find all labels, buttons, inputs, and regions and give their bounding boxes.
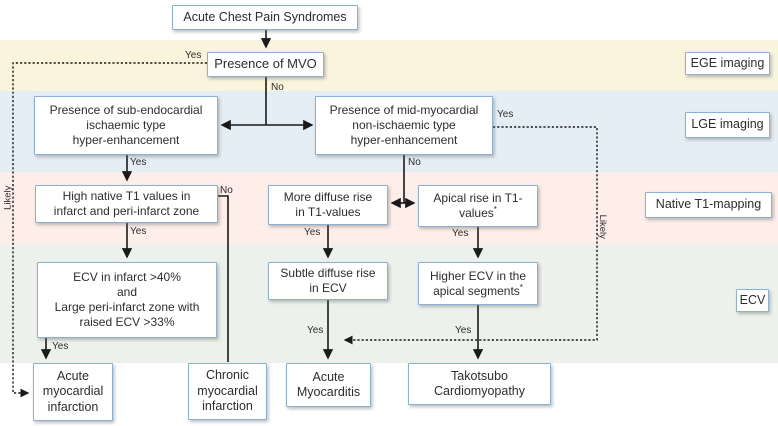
- node-label: Chronic myocardial infarction: [197, 368, 258, 414]
- asterisk-footnote: *: [519, 282, 523, 292]
- edge-label-likely-left: Likely: [2, 185, 14, 210]
- node-midmyocardial-enhancement: Presence of mid-myocardial non-ischaemic…: [315, 96, 493, 155]
- stage-label-ecv: ECV: [736, 289, 769, 312]
- node-high-native-t1: High native T1 values in infarct and per…: [35, 185, 218, 223]
- edge-label-yes-subendo: Yes: [130, 157, 147, 168]
- stage-label-native-t1-mapping: Native T1-mapping: [645, 192, 772, 218]
- edge-label-likely-right: Likely: [596, 214, 608, 239]
- node-subtle-diffuse-rise-ecv: Subtle diffuse rise in ECV: [268, 262, 388, 300]
- node-ecv-infarct-criteria: ECV in infarct >40% and Large peri-infar…: [37, 262, 217, 338]
- node-label: More diffuse rise in T1-values: [283, 190, 373, 219]
- node-label: Acute myocardial infarction: [42, 368, 104, 414]
- asterisk-footnote: *: [493, 205, 497, 214]
- node-acute-myocarditis: Acute Myocarditis: [286, 363, 371, 407]
- node-label: Subtle diffuse rise in ECV: [280, 266, 376, 295]
- node-label: Apical rise in T1- values*: [433, 191, 523, 220]
- node-label: Higher ECV in the apical segments*: [429, 268, 527, 298]
- band-ege-imaging: [0, 40, 778, 91]
- edge-label-yes-ecv-infarct: Yes: [52, 341, 69, 352]
- node-apical-rise-t1: Apical rise in T1- values*: [418, 185, 538, 227]
- node-subendocardial-enhancement: Presence of sub-endocardial ischaemic ty…: [34, 96, 218, 155]
- node-higher-ecv-apical: Higher ECV in the apical segments*: [418, 262, 538, 305]
- edge-label-no-mvo: No: [271, 82, 284, 93]
- node-label: Takotsubo Cardiomyopathy: [433, 368, 525, 399]
- stage-label: ECV: [739, 292, 766, 307]
- node-acute-myocardial-infarction: Acute myocardial infarction: [33, 363, 113, 421]
- edge-label-yes-midmyo: Yes: [497, 109, 514, 120]
- node-chronic-myocardial-infarction: Chronic myocardial infarction: [188, 363, 267, 420]
- stage-label: EGE imaging: [690, 55, 765, 70]
- node-label: Presence of mid-myocardial non-ischaemic…: [329, 103, 479, 147]
- node-acute-chest-pain-syndromes: Acute Chest Pain Syndromes: [172, 5, 358, 30]
- node-label: Acute Myocarditis: [296, 369, 361, 400]
- node-label: ECV in infarct >40% and Large peri-infar…: [54, 270, 200, 329]
- stage-label: LGE imaging: [691, 117, 764, 132]
- edge-label-yes-high-t1: Yes: [130, 226, 147, 237]
- node-label: Presence of sub-endocardial ischaemic ty…: [49, 103, 203, 147]
- edge-label-yes-more-diffuse: Yes: [304, 227, 321, 238]
- node-label: Acute Chest Pain Syndromes: [183, 9, 347, 24]
- node-presence-of-mvo: Presence of MVO: [207, 52, 324, 77]
- edge-label-yes-mvo: Yes: [185, 50, 202, 61]
- edge-label-yes-apical: Yes: [452, 228, 469, 239]
- node-takotsubo-cardiomyopathy: Takotsubo Cardiomyopathy: [408, 363, 551, 405]
- node-label: Presence of MVO: [214, 56, 317, 72]
- edge-label-yes-subtle: Yes: [307, 325, 324, 336]
- edge-label-no-midmyo: No: [408, 157, 421, 168]
- stage-label-lge-imaging: LGE imaging: [685, 112, 770, 138]
- node-label: High native T1 values in infarct and per…: [53, 189, 200, 218]
- edge-label-yes-higher-ecv: Yes: [455, 325, 472, 336]
- stage-label-ege-imaging: EGE imaging: [685, 52, 770, 75]
- node-more-diffuse-rise-t1: More diffuse rise in T1-values: [268, 185, 388, 225]
- stage-label: Native T1-mapping: [655, 197, 762, 212]
- edge-label-no-high-t1: No: [220, 185, 233, 196]
